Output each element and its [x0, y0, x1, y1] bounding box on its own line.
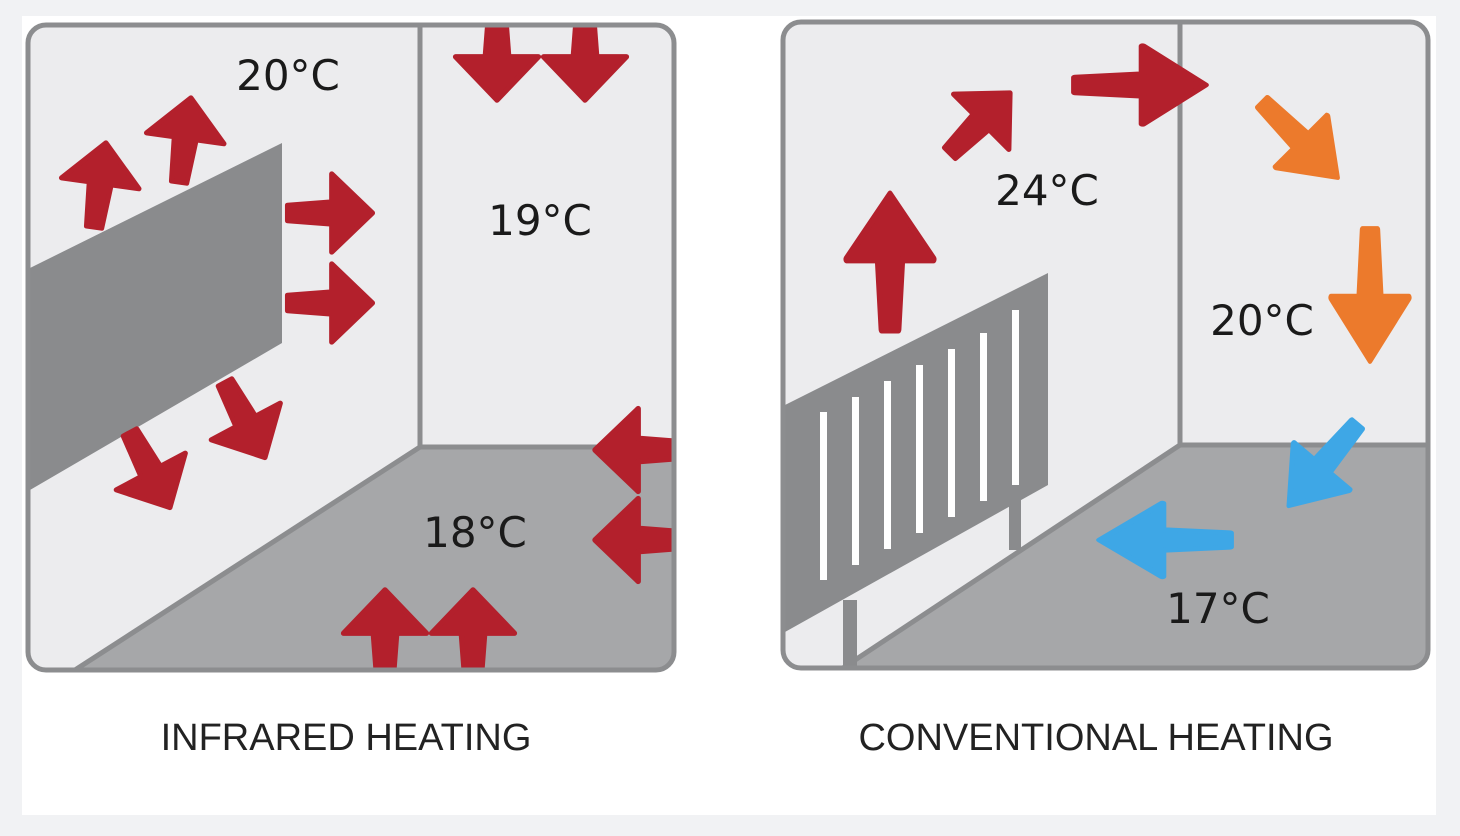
temp-upper-wall: 20°C — [236, 51, 340, 100]
temp-floor: 18°C — [423, 508, 527, 557]
temp-floor: 17°C — [1166, 584, 1270, 633]
infrared-caption: INFRARED HEATING — [161, 717, 532, 759]
floor — [75, 447, 672, 668]
radiator — [785, 273, 1048, 666]
room-frame — [780, 19, 1431, 671]
temp-back-wall: 19°C — [488, 196, 592, 245]
room-frame — [25, 22, 677, 673]
conventional-room: 24°C 20°C 17°C — [780, 19, 1431, 671]
infrared-room: 20°C 19°C 18°C — [25, 22, 677, 673]
temp-back-wall: 20°C — [1210, 296, 1314, 345]
temp-ceiling: 24°C — [995, 166, 1099, 215]
infrared-panel-heater — [30, 143, 282, 490]
floor-corner-line — [841, 442, 1182, 666]
conventional-caption: CONVENTIONAL HEATING — [858, 717, 1333, 759]
floor-corner-line — [73, 444, 422, 668]
